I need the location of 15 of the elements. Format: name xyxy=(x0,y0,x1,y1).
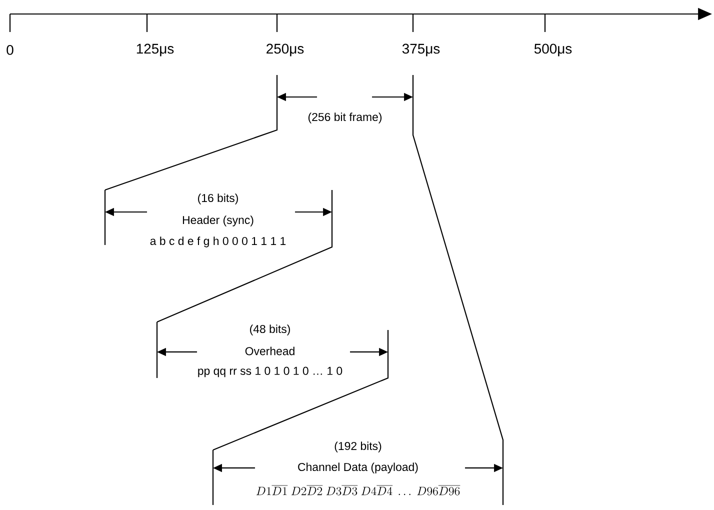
field-name: Channel Data (payload) xyxy=(298,462,418,474)
bit-pattern: pp qq rr ss 1 0 1 0 1 0 … 1 0 xyxy=(198,366,342,378)
tick-label: 0 xyxy=(6,45,14,55)
tick-label: 500μs xyxy=(534,44,572,56)
bit-count: (16 bits) xyxy=(198,194,238,204)
field-name: Header (sync) xyxy=(182,216,254,226)
bit-count: (48 bits) xyxy=(250,324,290,336)
bit-pattern: $D1\overline{D1}\ D2\overline{D2}\ D3\overline{D3}\ D4\overline{D4}\ \ldots\ D96\overline{D96}$ xyxy=(256,486,460,496)
frame-label: (256 bit frame) xyxy=(308,112,382,124)
field-name: Overhead xyxy=(245,346,294,356)
tick-label: 125μs xyxy=(136,44,174,56)
tick-label: 250μs xyxy=(266,44,304,56)
bit-count: (192 bits) xyxy=(334,442,382,452)
bit-pattern: a b c d e f g h 0 0 0 1 1 1 1 xyxy=(150,236,286,248)
tick-label: 375μs xyxy=(402,44,440,56)
